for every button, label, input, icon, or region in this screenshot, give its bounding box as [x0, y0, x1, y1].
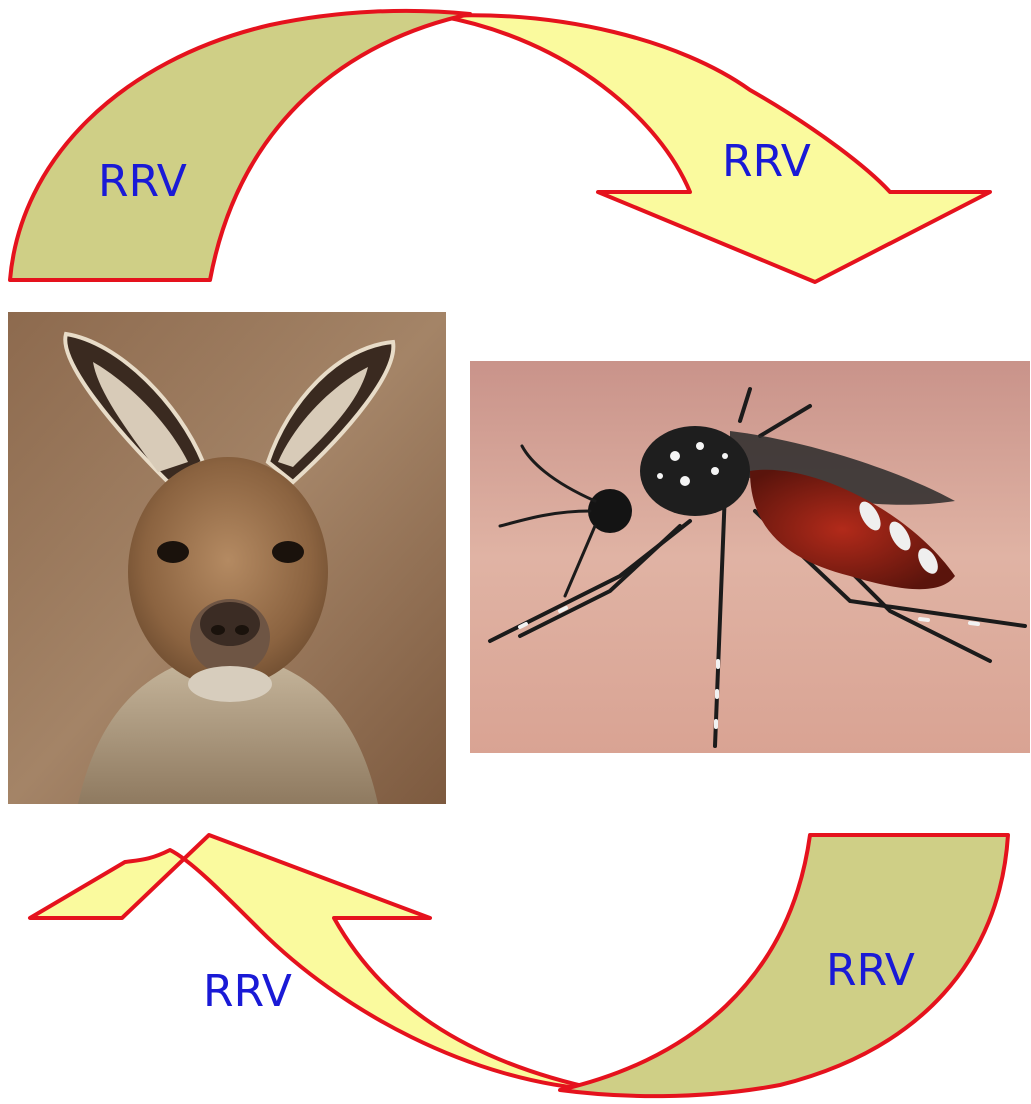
kangaroo-photo — [8, 312, 446, 804]
arrow-top-left-segment — [10, 11, 470, 280]
arrow-top-right-segment — [440, 15, 990, 282]
arrow-top-right-label: RRV — [722, 136, 811, 187]
arrow-bottom-left-segment — [30, 835, 600, 1090]
arrow-bottom-right-label: RRV — [826, 945, 915, 996]
arrow-bottom-right-segment — [560, 835, 1008, 1096]
arrow-top-left-label: RRV — [98, 156, 187, 207]
arrow-bottom-left-label: RRV — [203, 966, 292, 1017]
mosquito-photo — [470, 361, 1030, 753]
mosquito-illustration — [470, 361, 1030, 753]
kangaroo-illustration — [8, 312, 446, 804]
